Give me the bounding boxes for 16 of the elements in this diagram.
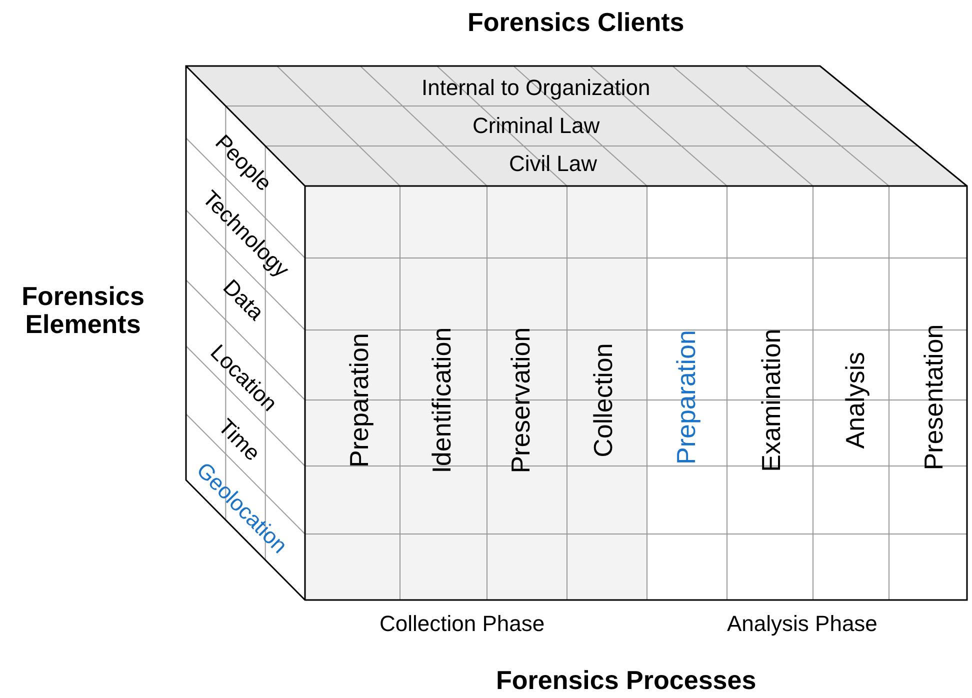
axis-title: Forensics Processes: [496, 666, 756, 694]
process-label: Preparation: [344, 332, 374, 467]
process-label: Examination: [756, 328, 786, 472]
client-label: Internal to Organization: [422, 76, 650, 100]
axis-title: Forensics Clients: [468, 8, 684, 36]
process-label: Identification: [428, 326, 456, 473]
process-label: Analysis: [840, 351, 870, 448]
process-label: Preparation: [672, 330, 700, 464]
process-label: Collection: [588, 342, 618, 457]
phase-label: Collection Phase: [380, 612, 545, 636]
phase-label: Analysis Phase: [727, 612, 878, 636]
process-label: Presentation: [920, 324, 948, 470]
process-label: Preservation: [506, 326, 536, 473]
client-label: Civil Law: [509, 152, 598, 176]
axis-title: Forensics Elements: [20, 282, 146, 339]
client-label: Criminal Law: [472, 114, 600, 138]
